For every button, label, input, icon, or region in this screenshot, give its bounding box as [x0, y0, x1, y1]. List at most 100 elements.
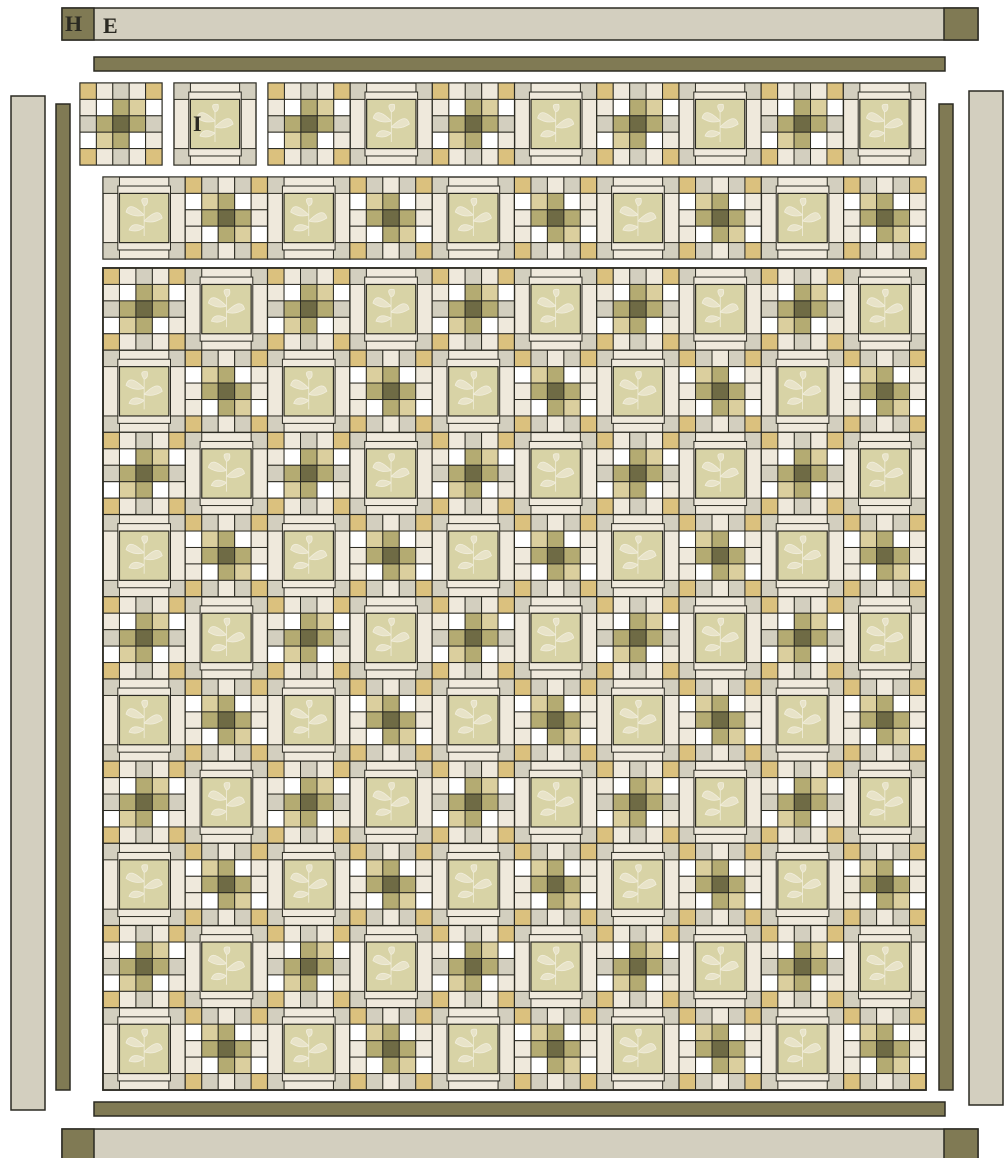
- patch-square: [728, 367, 744, 383]
- patch-square: [169, 926, 185, 942]
- patch-square: [531, 193, 547, 209]
- patch-square: [317, 761, 333, 777]
- patch-square: [498, 794, 514, 810]
- patch-square: [827, 432, 843, 448]
- patch-square: [712, 843, 728, 859]
- corner-square: [580, 498, 596, 514]
- corner-square: [910, 268, 926, 284]
- corner-square: [580, 597, 596, 613]
- patch-square: [482, 449, 498, 465]
- patch-square: [119, 597, 135, 613]
- corner-square: [251, 926, 267, 942]
- patch-square: [218, 367, 234, 383]
- patch-square: [827, 149, 843, 165]
- patch-square: [202, 745, 218, 761]
- corner-square: [103, 1074, 119, 1090]
- patch-square: [794, 432, 810, 448]
- patch-square: [663, 794, 679, 810]
- corner-square: [498, 1074, 514, 1090]
- patch-square: [301, 663, 317, 679]
- patch-square: [399, 1024, 415, 1040]
- patch-square: [482, 99, 498, 115]
- patch-square: [350, 909, 366, 925]
- patch-square: [399, 193, 415, 209]
- patch-square: [811, 432, 827, 448]
- patch-square: [877, 193, 893, 209]
- patch-square: [350, 547, 366, 563]
- patch-square: [547, 712, 563, 728]
- corner-square: [169, 416, 185, 432]
- patch-square: [169, 465, 185, 481]
- corner-square: [268, 416, 284, 432]
- patch-square: [136, 597, 152, 613]
- patch-square: [794, 132, 810, 148]
- patch-square: [728, 416, 744, 432]
- patch-square: [366, 695, 382, 711]
- patch-square: [712, 226, 728, 242]
- patch-square: [877, 843, 893, 859]
- patch-square: [877, 350, 893, 366]
- patch-square: [317, 975, 333, 991]
- patch-square: [827, 761, 843, 777]
- patch-square: [910, 515, 926, 531]
- patch-square: [580, 243, 596, 259]
- patch-square: [646, 926, 662, 942]
- patch-square: [218, 1008, 234, 1024]
- patch-square: [547, 1041, 563, 1057]
- patch-square: [696, 564, 712, 580]
- corner-square: [910, 432, 926, 448]
- patch-square: [844, 1041, 860, 1057]
- patch-square: [712, 909, 728, 925]
- patch-square: [613, 301, 629, 317]
- corner-square: [580, 83, 596, 99]
- patch-square: [301, 827, 317, 843]
- patch-square: [910, 1057, 926, 1073]
- corner-square: [432, 177, 448, 193]
- patch-square: [646, 761, 662, 777]
- patch-square: [96, 132, 112, 148]
- patch-square: [301, 811, 317, 827]
- patch-square: [136, 975, 152, 991]
- patch-square: [728, 531, 744, 547]
- patch-square: [465, 958, 481, 974]
- patch-square: [169, 597, 185, 613]
- patch-square: [152, 597, 168, 613]
- patch-square: [268, 465, 284, 481]
- patch-square: [218, 728, 234, 744]
- patch-square: [432, 778, 448, 794]
- patch-square: [333, 646, 349, 662]
- patch-square: [597, 301, 613, 317]
- patch-square: [515, 860, 531, 876]
- patch-square: [564, 193, 580, 209]
- patch-square: [564, 843, 580, 859]
- patch-square: [383, 876, 399, 892]
- corner-square: [515, 926, 531, 942]
- patch-square: [334, 99, 350, 115]
- patch-square: [844, 893, 860, 909]
- corner-square: [416, 761, 432, 777]
- patch-square: [317, 284, 333, 300]
- patch-square: [119, 827, 135, 843]
- patch-square: [580, 1008, 596, 1024]
- patch-square: [630, 663, 646, 679]
- patch-square: [185, 210, 201, 226]
- patch-square: [728, 515, 744, 531]
- patch-square: [597, 958, 613, 974]
- patch-square: [696, 210, 712, 226]
- patch-square: [301, 317, 317, 333]
- patch-square: [317, 630, 333, 646]
- patch-square: [185, 843, 201, 859]
- patch-square: [416, 1074, 432, 1090]
- patch-square: [580, 1041, 596, 1057]
- patch-square: [284, 498, 300, 514]
- patch-square: [185, 367, 201, 383]
- corner-square: [827, 909, 843, 925]
- patch-square: [432, 498, 448, 514]
- patch-square: [580, 210, 596, 226]
- patch-square: [745, 580, 761, 596]
- patch-square: [860, 531, 876, 547]
- patch-square: [185, 416, 201, 432]
- patch-square: [498, 432, 514, 448]
- patch-square: [827, 301, 843, 317]
- patch-square: [910, 876, 926, 892]
